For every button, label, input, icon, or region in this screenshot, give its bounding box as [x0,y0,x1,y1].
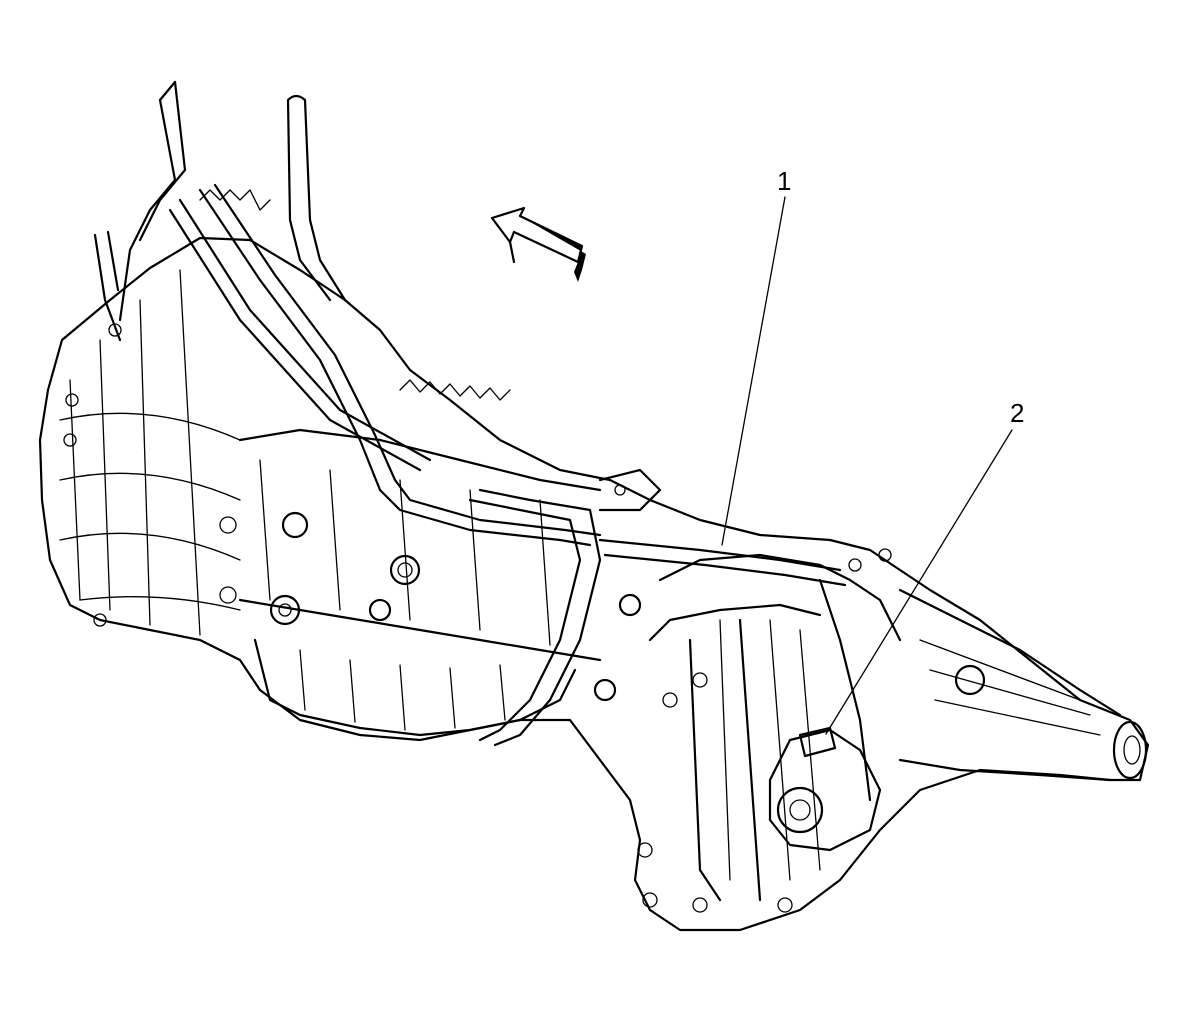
front-direction-arrow-icon [490,206,586,282]
transfer-case-icon [598,538,1148,913]
callout-label-2: 2 [1010,398,1024,428]
callout-1: 1 [721,166,791,546]
callout-2: 2 [825,398,1024,735]
callout-leader-1 [721,196,786,546]
callout-leader-2 [825,429,1013,735]
callout-label-1: 1 [777,166,791,196]
transmission-assembly-icon [38,80,1150,932]
